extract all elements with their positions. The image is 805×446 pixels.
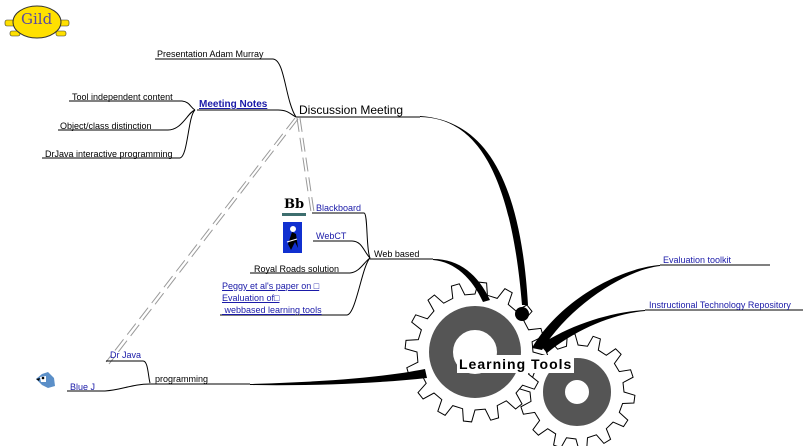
node-peggy-paper-link-line3[interactable]: webbased learning tools <box>222 305 322 315</box>
node-blue-j-link[interactable]: Blue J <box>70 382 96 392</box>
node-presentation-adam-murray[interactable]: Presentation Adam Murray <box>157 49 264 59</box>
dashed-links <box>105 117 315 365</box>
node-itr-link[interactable]: Instructional Technology Repository <box>649 300 791 310</box>
node-web-based[interactable]: Web based <box>374 249 420 259</box>
node-object-class-distinction[interactable]: Object/class distinction <box>60 121 152 131</box>
node-drjava-interactive[interactable]: DrJava interactive programming <box>45 149 173 159</box>
small-gear-outline <box>518 333 636 446</box>
thin-links <box>42 58 803 392</box>
node-dr-java-link[interactable]: Dr Java <box>110 350 142 360</box>
node-peggy-paper-link-line2[interactable]: Evaluation of□ <box>222 293 280 303</box>
node-peggy-paper-link-line1[interactable]: Peggy et al's paper on □ <box>222 281 320 291</box>
gild-logo[interactable]: Gild <box>4 3 70 39</box>
logo-text: Gild <box>21 10 53 28</box>
node-blackboard-link[interactable]: Blackboard <box>316 203 362 213</box>
blackboard-icon: Bb <box>282 197 306 217</box>
large-gear-outline <box>404 281 546 423</box>
node-discussion-meeting[interactable]: Discussion Meeting <box>299 103 404 117</box>
node-evaluation-toolkit-link[interactable]: Evaluation toolkit <box>663 255 732 265</box>
node-meeting-notes-link[interactable]: Meeting Notes <box>199 99 268 110</box>
large-gear-ring <box>429 306 521 398</box>
node-programming[interactable]: programming <box>155 374 209 384</box>
central-node-learning-tools[interactable]: Learning Tools <box>457 355 575 373</box>
node-tool-independent-content[interactable]: Tool independent content <box>72 92 173 102</box>
small-gear-ring <box>543 358 611 426</box>
thick-links <box>250 116 660 386</box>
webct-icon <box>283 222 302 253</box>
blue-j-bird-icon <box>34 370 56 390</box>
node-webct-link[interactable]: WebCT <box>316 231 347 241</box>
node-royal-roads-solution[interactable]: Royal Roads solution <box>254 264 340 274</box>
